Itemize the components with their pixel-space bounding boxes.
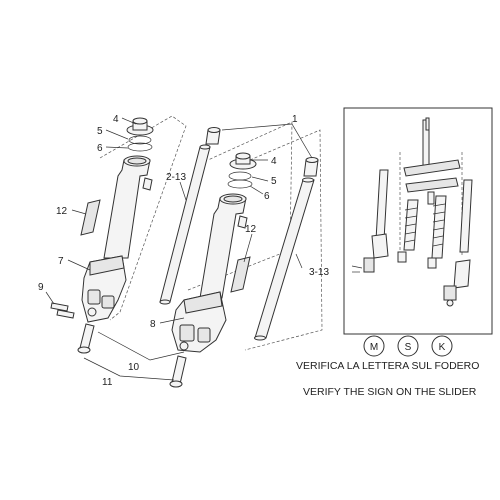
bottom-bolt-right <box>171 355 187 385</box>
inner-tube-right <box>254 157 319 341</box>
lower-triple-clamp <box>405 177 459 193</box>
seal-right <box>227 179 253 189</box>
letter-circle-k <box>431 335 453 357</box>
seal-left <box>127 142 153 152</box>
inset-spring-right <box>431 195 447 259</box>
inset-right-tube <box>459 179 473 253</box>
letter-k: K <box>439 342 446 353</box>
callout-7: 7 <box>58 256 64 267</box>
letter-s: S <box>405 342 412 353</box>
letter-m: M <box>370 342 378 353</box>
callout-8: 8 <box>150 319 156 330</box>
note-english: VERIFY THE SIGN ON THE SLIDER <box>303 386 477 398</box>
callout-6-right: 6 <box>264 191 270 202</box>
callout-10: 10 <box>128 362 140 373</box>
upper-triple-clamp <box>403 159 461 177</box>
left-fork-leg <box>50 117 154 354</box>
callout-5-left: 5 <box>97 126 103 137</box>
bolt-9-b <box>56 309 75 319</box>
callout-4-right: 4 <box>271 156 277 167</box>
callout-2-13: 2-13 <box>166 172 186 183</box>
right-fork-leg <box>169 152 257 388</box>
callout-12-left: 12 <box>56 206 68 217</box>
outer-tube-left <box>103 159 151 259</box>
callout-1: 1 <box>292 114 298 125</box>
sticker-left <box>80 199 101 236</box>
inset-right-slider <box>443 285 457 301</box>
callout-9: 9 <box>38 282 44 293</box>
callout-labels: 1 2-13 3-13 4 5 6 4 5 6 12 12 7 8 9 10 1… <box>38 114 329 388</box>
callout-12-right: 12 <box>245 224 257 235</box>
bolt-9-a <box>50 302 69 312</box>
callout-5-right: 5 <box>271 176 277 187</box>
letter-circle-s <box>397 335 419 357</box>
inner-tube-left <box>159 127 221 305</box>
slider-letters: M S K <box>363 335 453 357</box>
bottom-bolt-left <box>79 323 95 351</box>
outer-tube-right <box>199 197 247 299</box>
leader-lines <box>45 117 313 381</box>
letter-circle-m <box>363 335 385 357</box>
callout-6-left: 6 <box>97 143 103 154</box>
o-ring-right <box>228 171 252 181</box>
inset-left-slider <box>363 257 375 273</box>
callout-11: 11 <box>102 377 113 388</box>
o-ring-left <box>128 135 152 145</box>
callout-4-left: 4 <box>113 114 119 125</box>
note-italian: VERIFICA LA LETTERA SUL FODERO <box>296 360 479 372</box>
inset-panel <box>343 107 493 335</box>
sticker-right <box>230 256 251 293</box>
callout-3-13: 3-13 <box>309 267 329 278</box>
